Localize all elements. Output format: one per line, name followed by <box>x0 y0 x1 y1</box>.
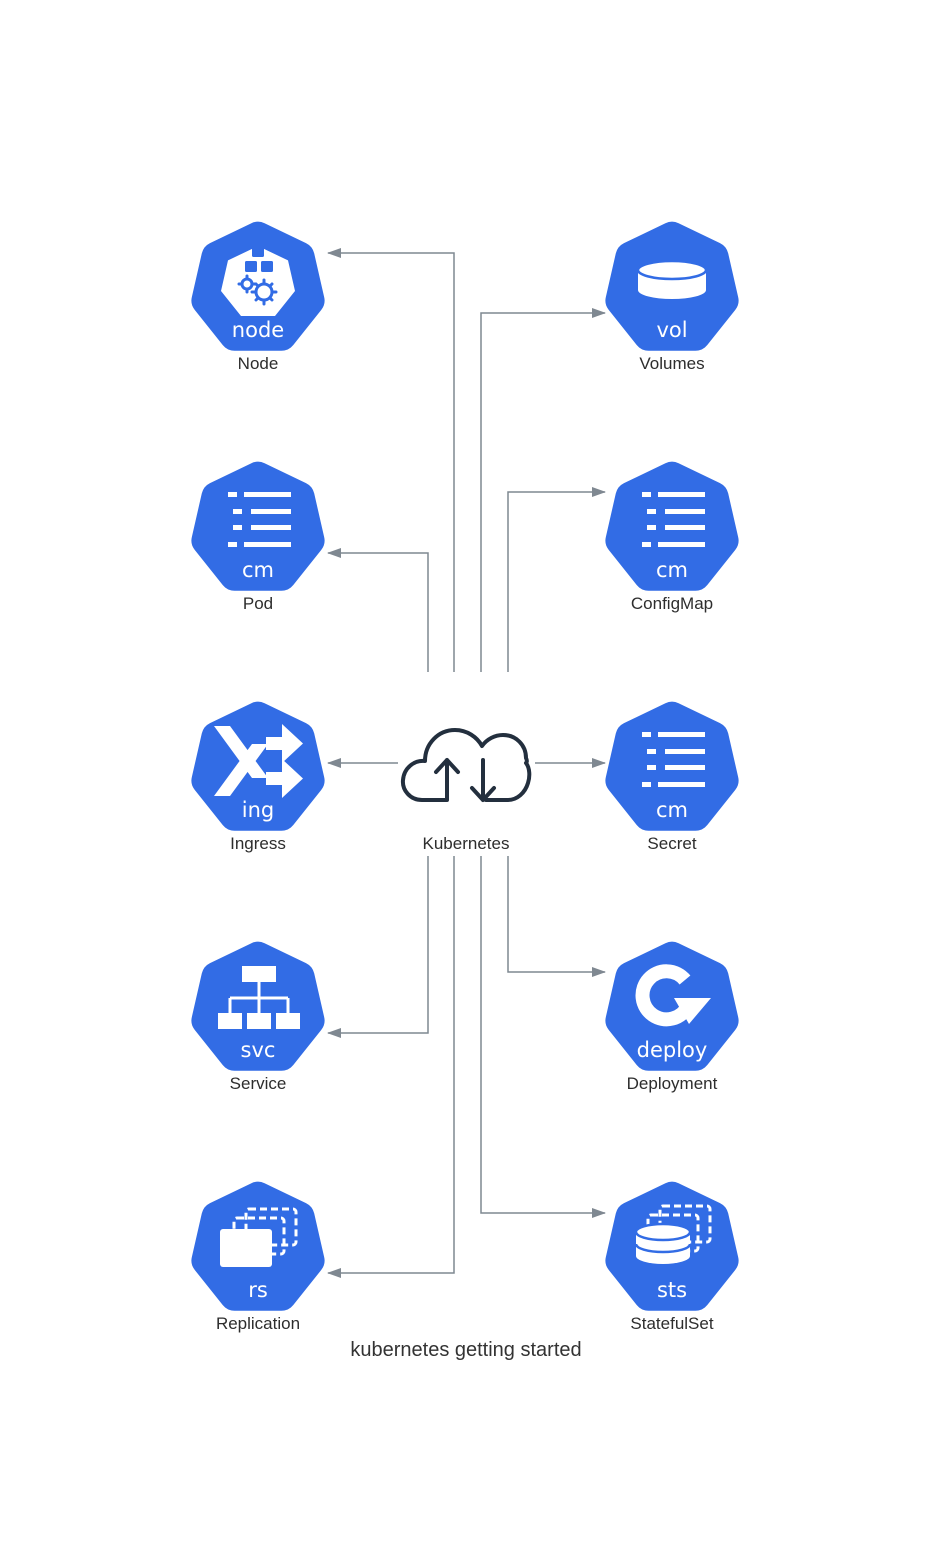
edges <box>327 248 606 1278</box>
ingress-label: Ingress <box>230 834 286 853</box>
deployment-badge: deploy <box>637 1038 708 1062</box>
replication-badge: rs <box>248 1278 268 1302</box>
service-node[interactable]: svc Service <box>191 941 325 1093</box>
edge-to-service <box>327 856 429 1038</box>
deployment-node[interactable]: deploy Deployment <box>605 941 739 1093</box>
edge-to-statefulset <box>480 856 606 1218</box>
service-label: Service <box>230 1074 287 1093</box>
statefulset-node[interactable]: sts StatefulSet <box>605 1181 739 1333</box>
list-icon <box>228 492 291 547</box>
configmap-node[interactable]: cm ConfigMap <box>605 461 739 613</box>
rotate-arrow-icon <box>635 964 711 1027</box>
node-cubes-gears-icon <box>221 246 295 316</box>
volumes-node[interactable]: vol Volumes <box>605 221 739 373</box>
disk-cylinder-icon <box>636 259 708 299</box>
pod-node[interactable]: cm Pod <box>191 461 325 613</box>
service-badge: svc <box>241 1038 276 1062</box>
list-icon <box>642 732 705 787</box>
replication-node[interactable]: rs Replication <box>191 1181 325 1333</box>
edge-to-pod <box>327 548 429 672</box>
secret-node[interactable]: cm Secret <box>605 701 739 853</box>
stacked-database-icon <box>634 1204 712 1264</box>
edge-to-deployment <box>507 856 606 977</box>
diagram-caption: kubernetes getting started <box>350 1339 581 1361</box>
volumes-label: Volumes <box>639 354 704 373</box>
pod-badge: cm <box>242 558 274 582</box>
configmap-badge: cm <box>656 558 688 582</box>
volumes-badge: vol <box>656 318 687 342</box>
secret-label: Secret <box>647 834 696 853</box>
network-tree-icon <box>218 966 300 1029</box>
edge-to-volumes <box>480 308 606 672</box>
node-node[interactable]: node Node <box>191 221 325 373</box>
ingress-badge: ing <box>242 798 274 822</box>
deployment-heptagon <box>605 941 739 1071</box>
edge-to-replication <box>327 856 455 1278</box>
node-label: Node <box>238 354 279 373</box>
pod-label: Pod <box>243 594 273 613</box>
statefulset-badge: sts <box>657 1278 687 1302</box>
ingress-node[interactable]: ing Ingress <box>191 701 325 853</box>
edge-to-configmap <box>507 487 606 672</box>
center-label: Kubernetes <box>423 834 510 853</box>
shuffle-arrows-icon <box>214 724 303 798</box>
secret-badge: cm <box>656 798 688 822</box>
statefulset-label: StatefulSet <box>630 1314 713 1333</box>
node-badge: node <box>232 318 284 342</box>
replication-label: Replication <box>216 1314 300 1333</box>
edge-to-node <box>327 248 455 672</box>
stacked-boxes-icon <box>220 1207 298 1267</box>
cloud-upload-download-icon <box>400 728 532 802</box>
deployment-label: Deployment <box>627 1074 718 1093</box>
list-icon <box>642 492 705 547</box>
configmap-label: ConfigMap <box>631 594 713 613</box>
center-node[interactable]: Kubernetes <box>400 728 532 853</box>
